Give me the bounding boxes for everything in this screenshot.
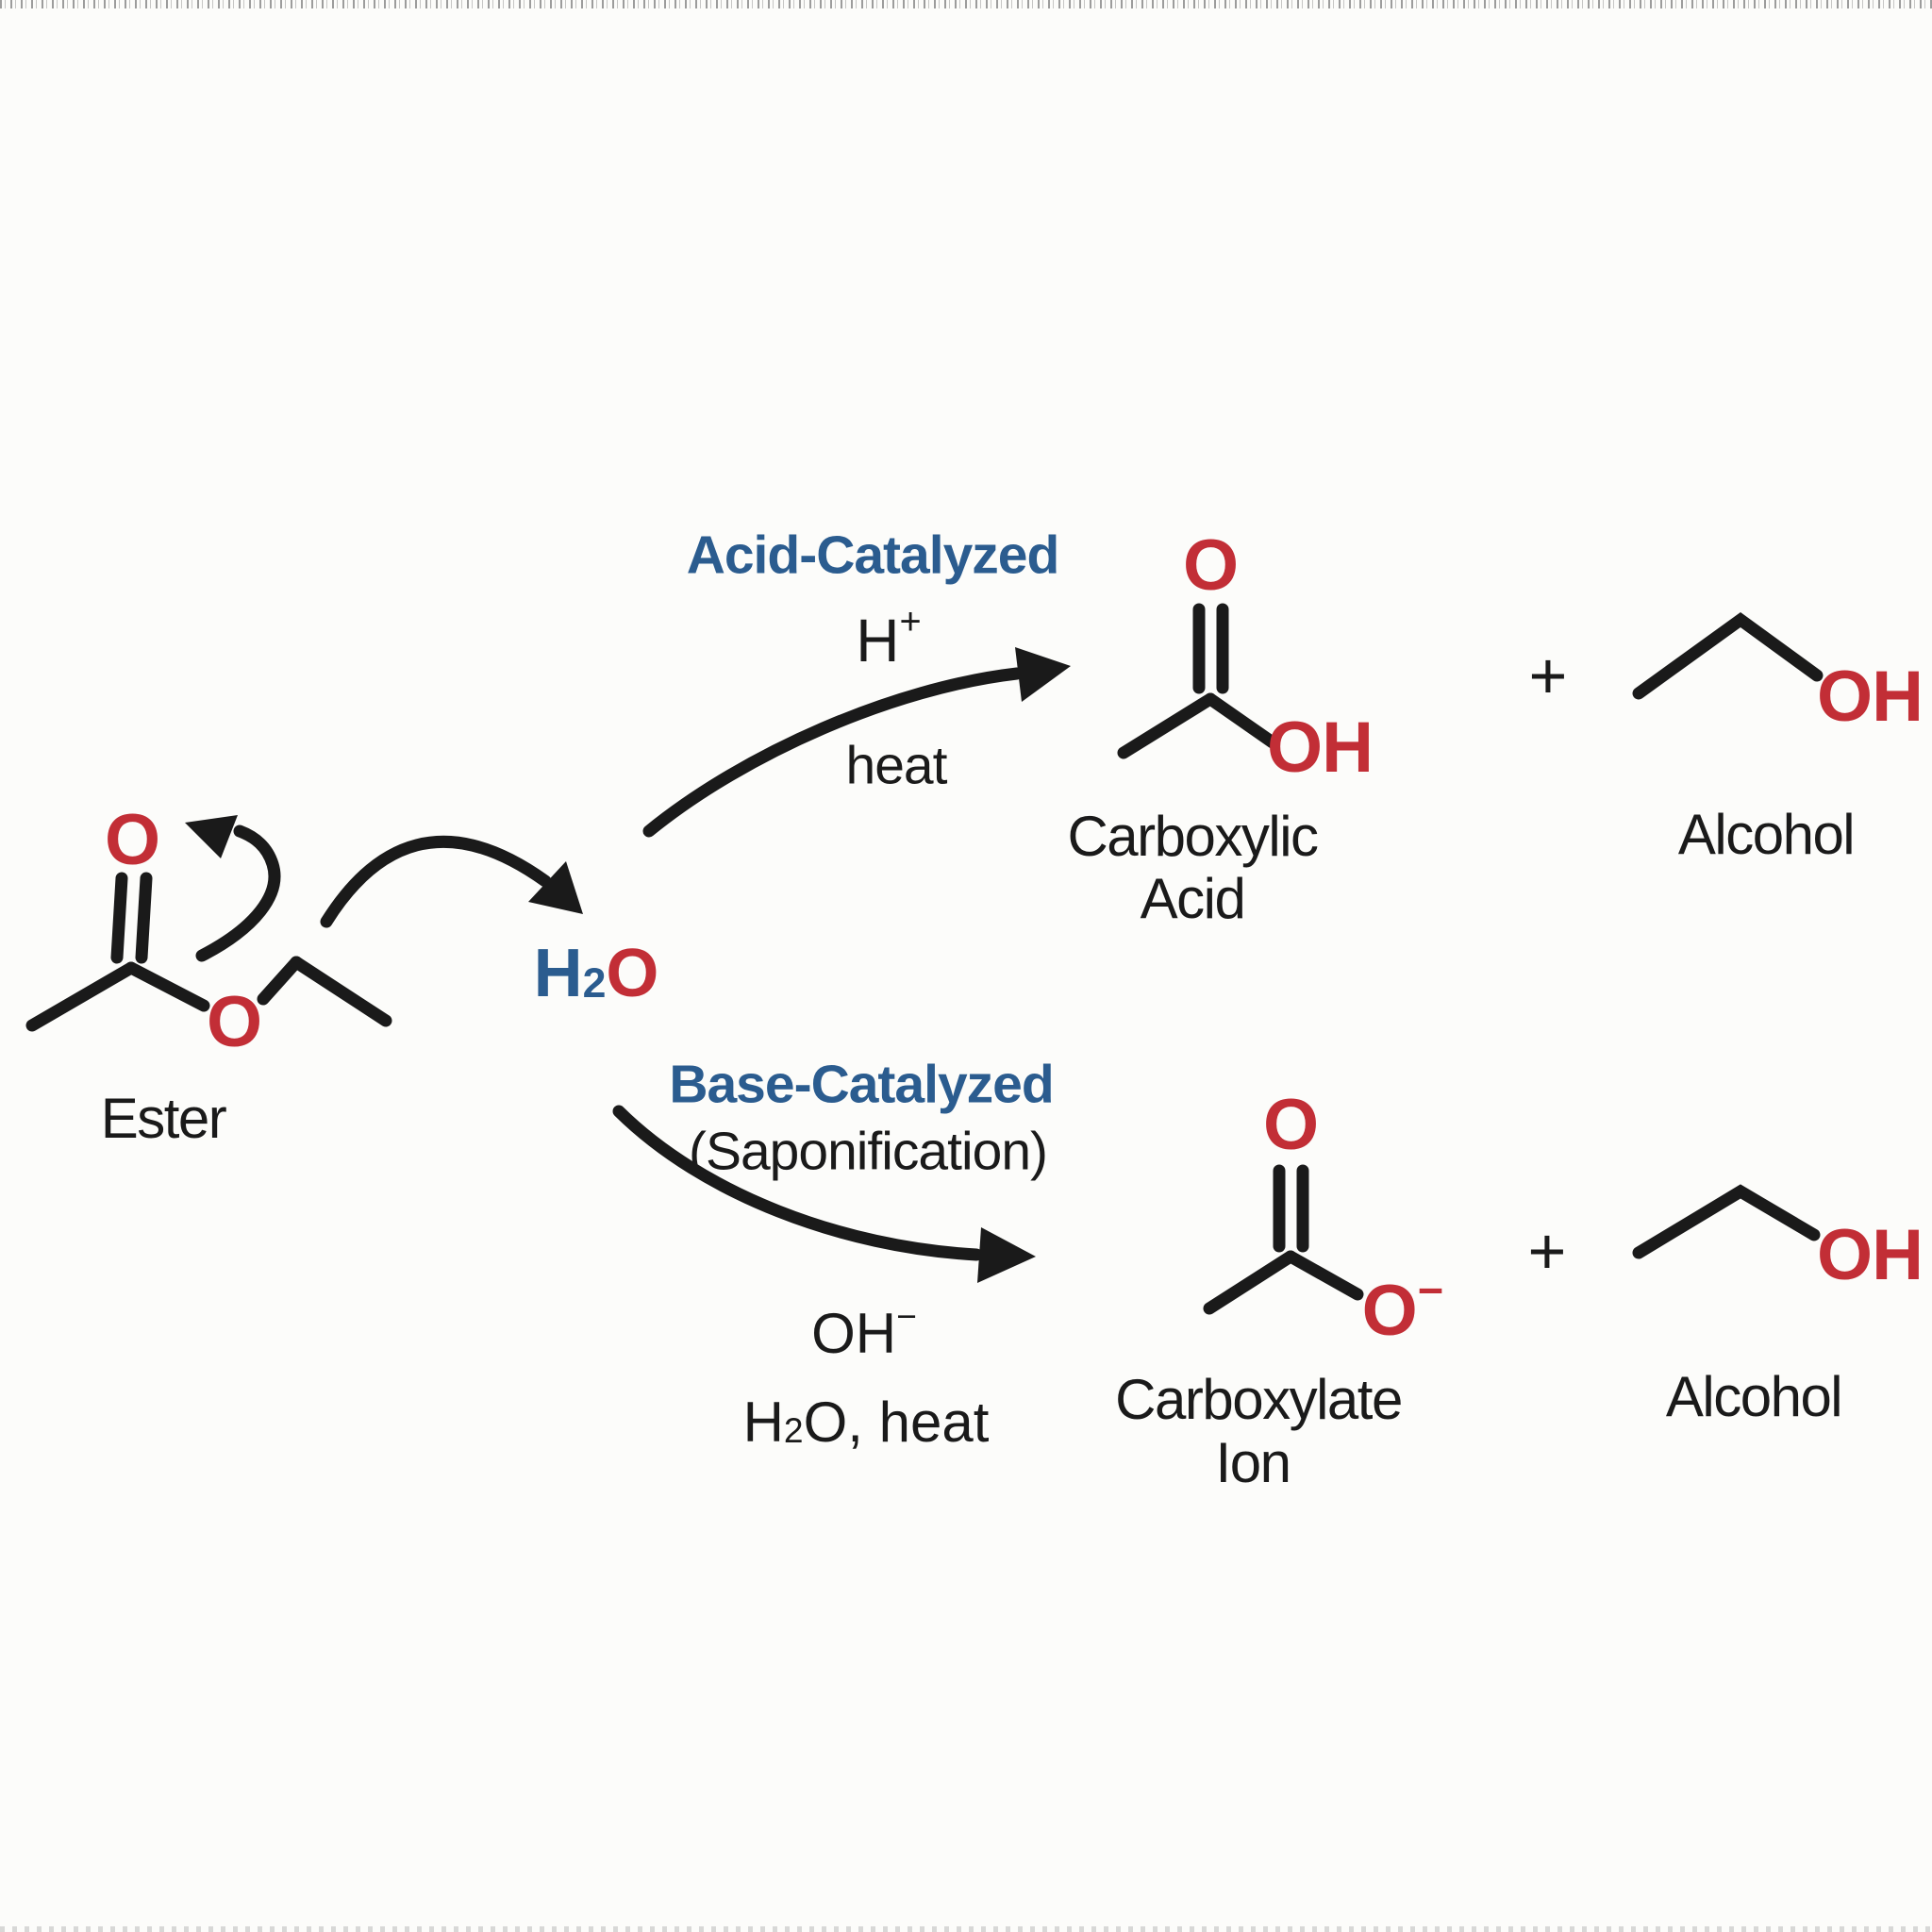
water-subscript: 2 — [582, 959, 607, 1007]
carboxylic-acid-label-line2: Acid — [1140, 867, 1246, 930]
carboxylic-hydroxyl: OH — [1267, 708, 1374, 788]
carboxylate-label-line2: Ion — [1215, 1431, 1291, 1494]
base-reagent: OH− — [811, 1299, 917, 1365]
base-condition-tail: O, heat — [803, 1391, 990, 1454]
ester-ch2-ch3-bond — [290, 956, 392, 1027]
plus-sign-bottom: + — [1527, 1214, 1567, 1288]
alcohol-top-structure — [1632, 611, 1824, 700]
base-reagent-oh: OH — [811, 1302, 897, 1365]
ca-c-oh-bond — [1204, 692, 1279, 749]
acid-path-title: Acid-Catalyzed — [686, 525, 1060, 586]
carboxylate-structure — [1203, 1164, 1364, 1315]
ester-c-o-bond — [125, 961, 210, 1012]
alcohol-bottom-hydroxyl: OH — [1817, 1215, 1924, 1295]
alcohol-top-label: Alcohol — [1677, 803, 1856, 866]
mechanism-arrow-to-water — [320, 835, 583, 928]
carboxylate-o-minus: O− — [1361, 1267, 1444, 1351]
base-reagent-charge: − — [896, 1296, 917, 1337]
carboxylate-charge: − — [1417, 1264, 1444, 1315]
base-condition-sub: 2 — [783, 1410, 804, 1451]
carboxylic-carbonyl-oxygen: O — [1182, 525, 1239, 606]
acid-reaction-arrow — [642, 647, 1071, 838]
plus-sign-top: + — [1528, 639, 1568, 712]
acid-catalyst-h: H — [856, 607, 900, 675]
ester-structure — [25, 872, 392, 1032]
carboxylic-acid-structure — [1117, 603, 1279, 759]
carboxylate-oxygen: O — [1361, 1271, 1418, 1351]
acid-condition: heat — [845, 735, 948, 796]
mechanism-arrow-to-carbonyl-o — [185, 815, 281, 962]
acid-catalyst-charge: + — [899, 600, 922, 642]
alcohol-bottom-structure — [1632, 1184, 1821, 1259]
water-o: O — [606, 936, 659, 1011]
carboxylate-label-line1: Carboxylate — [1115, 1368, 1403, 1431]
base-path-title: Base-Catalyzed — [669, 1054, 1054, 1115]
base-reaction-arrow — [612, 1105, 1036, 1283]
ester-c=o-bond-2 — [135, 872, 153, 964]
ester-carbonyl-oxygen: O — [104, 800, 160, 880]
ca-methyl-bond — [1117, 692, 1217, 759]
cb-c-o-bond — [1284, 1250, 1364, 1301]
cb-methyl-bond — [1203, 1250, 1297, 1315]
carboxylate-carbonyl-oxygen: O — [1262, 1085, 1319, 1165]
base-path-subtitle: (Saponification) — [688, 1121, 1048, 1182]
ester-o-ch2-bond — [257, 956, 303, 1006]
carboxylic-acid-label-line1: Carboxylic — [1067, 805, 1319, 868]
base-condition-h: H — [742, 1391, 784, 1454]
alcohol-bottom-label: Alcohol — [1665, 1365, 1843, 1428]
ester-oxygen: O — [206, 982, 262, 1062]
ester-methyl-bond — [25, 961, 138, 1032]
water-h: H — [533, 936, 583, 1011]
alcohol-top-hydroxyl: OH — [1817, 657, 1924, 737]
ester-label: Ester — [100, 1087, 227, 1150]
ester-c=o-bond-1 — [110, 872, 128, 964]
scan-artifact-bottom — [0, 1926, 1932, 1932]
acid-catalyst: H+ — [856, 603, 921, 675]
scan-artifact-top — [0, 0, 1932, 8]
